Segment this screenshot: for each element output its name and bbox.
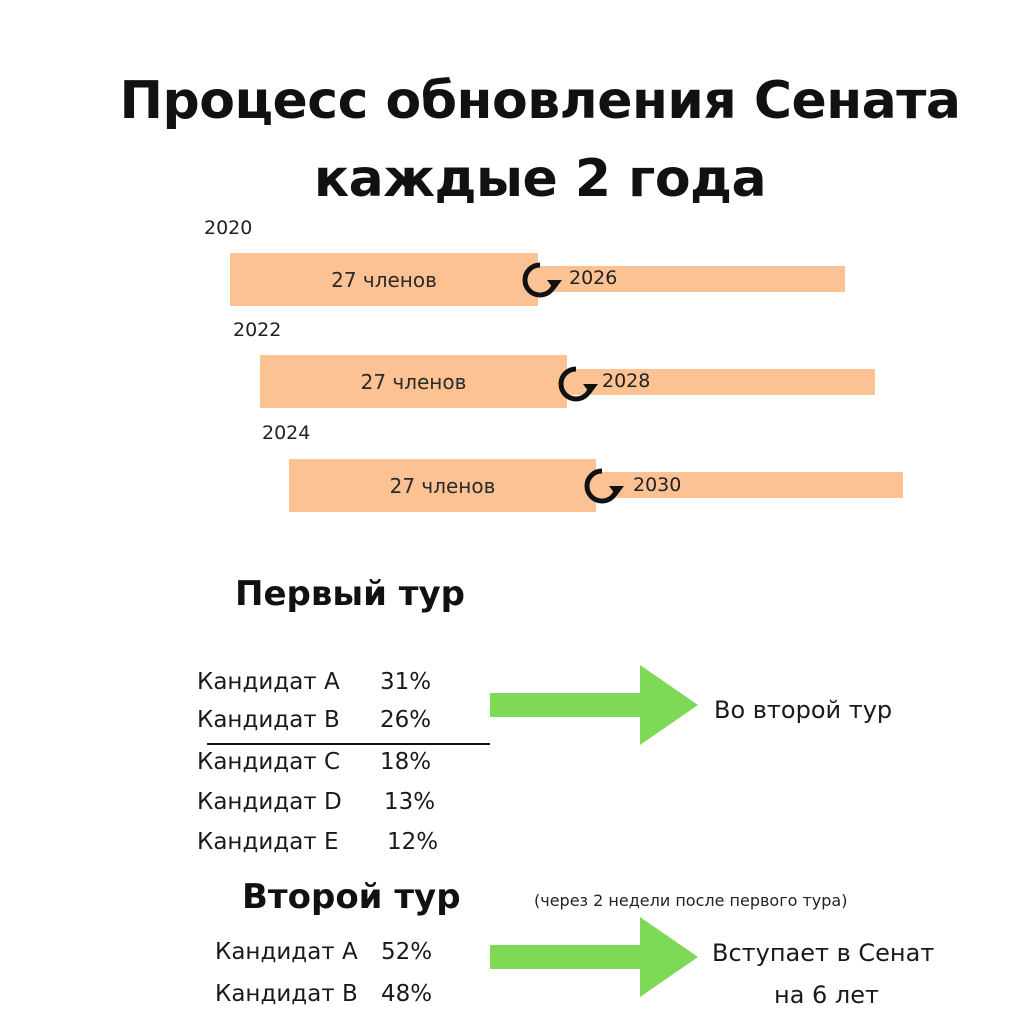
candidate-percent: 48%	[381, 981, 433, 1007]
first-round-result: Во второй тур	[714, 696, 893, 724]
candidate-name: Кандидат В	[197, 707, 340, 733]
term-bar: 27 членов	[260, 355, 567, 408]
first-round-heading: Первый тур	[235, 574, 465, 614]
second-round-note: (через 2 недели после первого тура)	[534, 891, 848, 910]
candidate-row: Кандидат В 48%	[215, 981, 432, 1007]
members-label: 27 членов	[389, 473, 496, 498]
right-arrow-icon	[490, 917, 698, 997]
page-title-line-1: Процесс обновления Сената	[119, 71, 961, 131]
start-year: 2022	[233, 319, 282, 341]
start-year: 2024	[262, 422, 311, 444]
term-bar: 27 членов	[230, 253, 538, 306]
candidate-percent: 52%	[381, 939, 433, 965]
second-round-result-line-1: Вступает в Сенат	[712, 939, 935, 967]
candidate-percent: 18%	[380, 749, 432, 775]
candidate-percent: 31%	[380, 669, 432, 695]
candidate-percent: 26%	[380, 707, 432, 733]
candidate-row: Кандидат А 52%	[215, 939, 432, 965]
candidate-row: Кандидат D 13%	[197, 789, 435, 815]
members-label: 27 членов	[360, 369, 467, 394]
right-arrow-icon	[490, 665, 698, 745]
cutoff-divider	[207, 743, 490, 745]
members-label: 27 членов	[331, 267, 437, 292]
candidate-percent: 12%	[387, 829, 439, 855]
second-round-heading: Второй тур	[242, 877, 461, 917]
cycle-arrow-icon	[584, 468, 624, 504]
candidate-row: Кандидат Е 12%	[197, 829, 438, 855]
cycle-arrow-icon	[558, 366, 598, 402]
second-round-result-line-2: на 6 лет	[774, 981, 880, 1009]
candidate-name: Кандидат В	[215, 981, 358, 1007]
candidate-row: Кандидат С 18%	[197, 749, 431, 775]
candidate-name: Кандидат D	[197, 789, 342, 815]
candidate-name: Кандидат А	[215, 939, 358, 965]
candidate-row: Кандидат В 26%	[197, 707, 431, 733]
page-title-line-2: каждые 2 года	[313, 149, 767, 209]
candidate-name: Кандидат А	[197, 669, 340, 695]
candidate-name: Кандидат Е	[197, 829, 339, 855]
candidate-percent: 13%	[384, 789, 436, 815]
candidate-row: Кандидат А 31%	[197, 669, 431, 695]
end-year: 2030	[633, 474, 682, 496]
candidate-name: Кандидат С	[197, 749, 341, 775]
cycle-arrow-icon	[522, 262, 562, 298]
term-bar: 27 членов	[289, 459, 596, 512]
start-year: 2020	[204, 217, 253, 239]
end-year: 2028	[602, 370, 651, 392]
end-year: 2026	[569, 267, 618, 289]
